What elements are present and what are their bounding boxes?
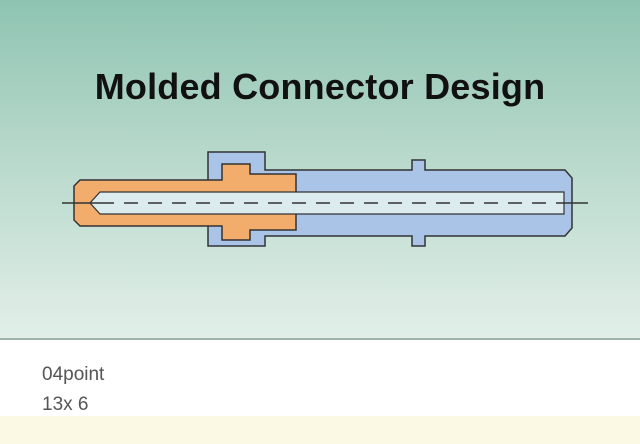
caption-line-1: 04point	[42, 364, 105, 385]
figure-title: Molded Connector Design	[94, 66, 546, 107]
footer-strip	[0, 416, 640, 444]
figure-panel: Molded Connector Design	[0, 0, 640, 340]
caption-line-2: 13x 6	[42, 394, 89, 415]
connector-diagram	[62, 151, 588, 247]
